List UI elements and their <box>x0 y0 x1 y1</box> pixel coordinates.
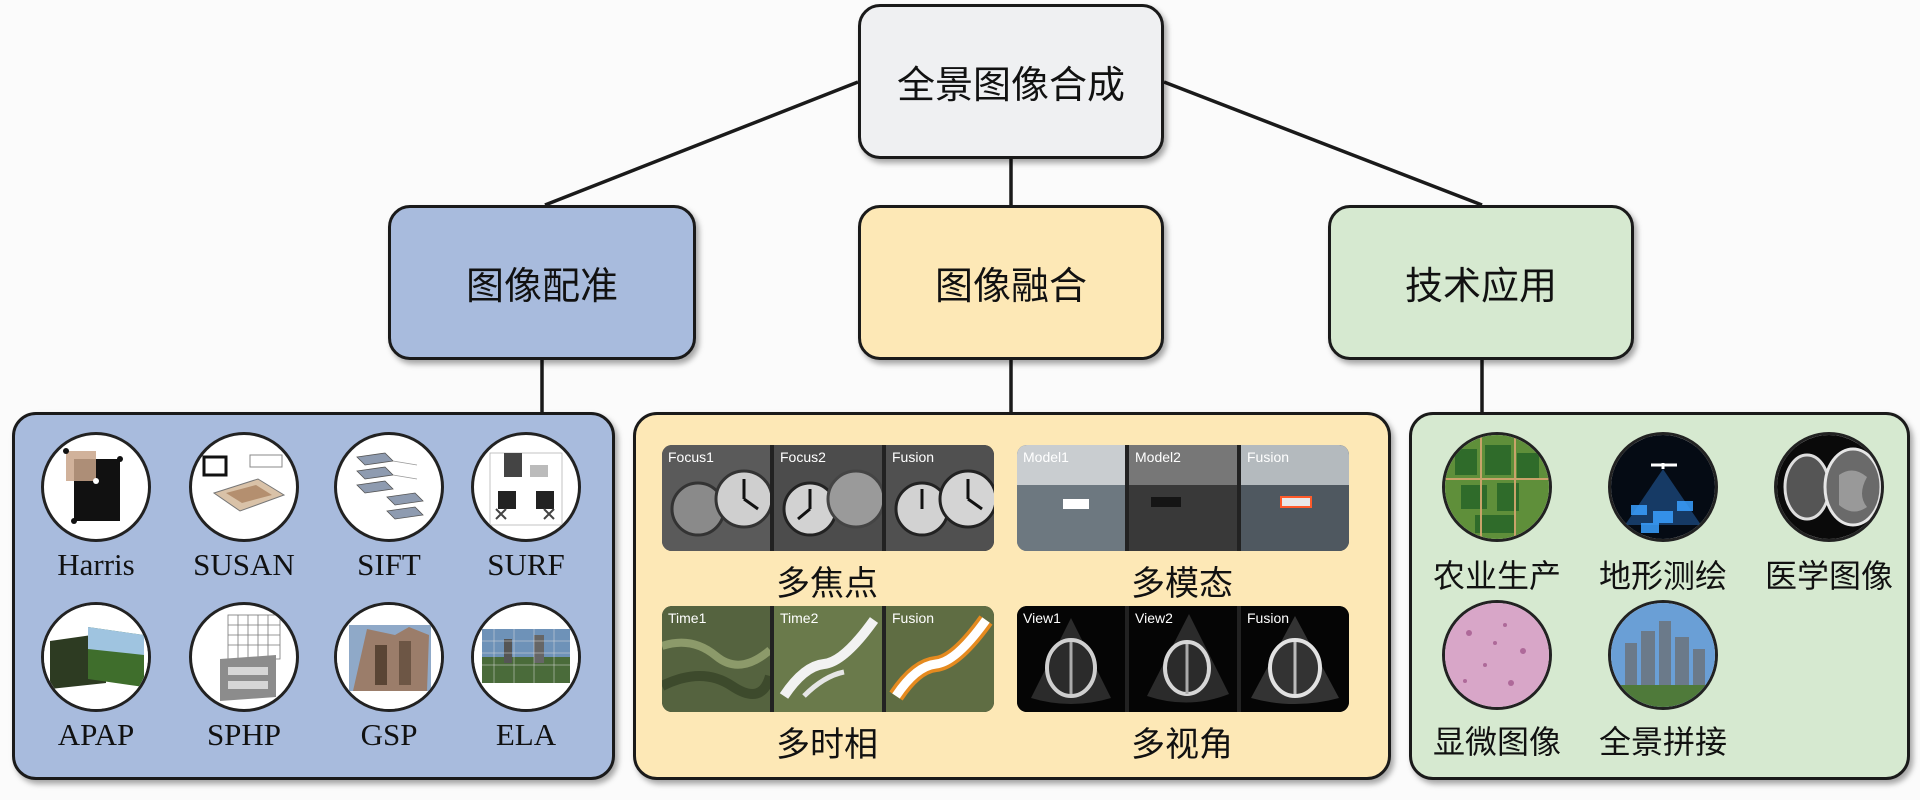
focus1-caption: Focus1 <box>668 449 714 465</box>
model2-caption: Model2 <box>1135 449 1181 465</box>
harris-thumbnail <box>41 432 151 542</box>
method-label-surf: SURF <box>487 547 565 582</box>
edge-root-registration <box>544 80 859 207</box>
microscopy-thumbnail <box>1442 600 1552 710</box>
gsp-thumbnail <box>334 602 444 712</box>
model1-frame: Model1 <box>1017 445 1125 551</box>
multi-modal-strip: Model1 Model2 Fusion <box>1017 445 1349 551</box>
sift-thumbnail <box>334 432 444 542</box>
focus-fusion-frame: Fusion <box>886 445 994 551</box>
panorama-thumbnail <box>1608 600 1718 710</box>
multi-view-strip: View1 View2 Fusion <box>1017 606 1349 712</box>
model-fusion-frame: Fusion <box>1241 445 1349 551</box>
fusion-label-multi-modal: 多模态 <box>1131 564 1233 604</box>
model-fusion-caption: Fusion <box>1247 449 1290 465</box>
method-label-harris: Harris <box>57 547 135 582</box>
application-label-surveying: 地形测绘 <box>1598 557 1727 595</box>
method-label-sift: SIFT <box>357 547 421 582</box>
multi-temporal-strip: Time1 Time2 Fusion <box>662 606 994 712</box>
registration-label: 图像配准 <box>465 264 618 308</box>
time2-caption: Time2 <box>780 610 819 626</box>
view2-caption: View2 <box>1135 610 1173 626</box>
application-label-microscopy: 显微图像 <box>1432 723 1561 761</box>
multi-focus-strip: Focus1 Focus2 Fusion <box>662 445 994 551</box>
time1-frame: Time1 <box>662 606 770 712</box>
method-label-sphp: SPHP <box>206 717 282 752</box>
application-label-medical: 医学图像 <box>1764 557 1893 595</box>
application-label: 技术应用 <box>1404 264 1557 308</box>
fusion-node: 图像融合 <box>858 205 1164 360</box>
registration-node: 图像配准 <box>388 205 696 360</box>
method-label-ela: ELA <box>495 717 557 752</box>
fusion-label-multi-view: 多视角 <box>1131 725 1233 765</box>
surveying-thumbnail <box>1608 432 1718 542</box>
view1-caption: View1 <box>1023 610 1061 626</box>
method-label-gsp: GSP <box>360 717 418 752</box>
ela-thumbnail <box>471 602 581 712</box>
view-fusion-frame: Fusion <box>1241 606 1349 712</box>
focus1-frame: Focus1 <box>662 445 770 551</box>
time-fusion-frame: Fusion <box>886 606 994 712</box>
method-label-susan: SUSAN <box>193 547 295 582</box>
view-fusion-caption: Fusion <box>1247 610 1290 626</box>
view1-frame: View1 <box>1017 606 1125 712</box>
application-node: 技术应用 <box>1328 205 1634 360</box>
fusion-label: 图像融合 <box>934 264 1087 308</box>
root-node: 全景图像合成 <box>858 4 1164 159</box>
fusion-label-multi-focus: 多焦点 <box>776 564 878 604</box>
focus-fusion-caption: Fusion <box>892 449 935 465</box>
time-fusion-caption: Fusion <box>892 610 935 626</box>
focus2-caption: Focus2 <box>780 449 826 465</box>
root-label: 全景图像合成 <box>896 63 1125 107</box>
apap-thumbnail <box>41 602 151 712</box>
medical-thumbnail <box>1774 432 1884 542</box>
agriculture-thumbnail <box>1442 432 1552 542</box>
susan-thumbnail <box>189 432 299 542</box>
method-label-apap: APAP <box>57 717 135 752</box>
sphp-thumbnail <box>189 602 299 712</box>
time1-caption: Time1 <box>668 610 707 626</box>
view2-frame: View2 <box>1129 606 1237 712</box>
time2-frame: Time2 <box>774 606 882 712</box>
application-label-agriculture: 农业生产 <box>1432 557 1561 595</box>
model2-frame: Model2 <box>1129 445 1237 551</box>
model1-caption: Model1 <box>1023 449 1069 465</box>
fusion-label-multi-temporal: 多时相 <box>776 725 878 765</box>
edge-root-application <box>1163 80 1483 207</box>
focus2-frame: Focus2 <box>774 445 882 551</box>
surf-thumbnail <box>471 432 581 542</box>
application-label-panorama: 全景拼接 <box>1598 723 1727 761</box>
